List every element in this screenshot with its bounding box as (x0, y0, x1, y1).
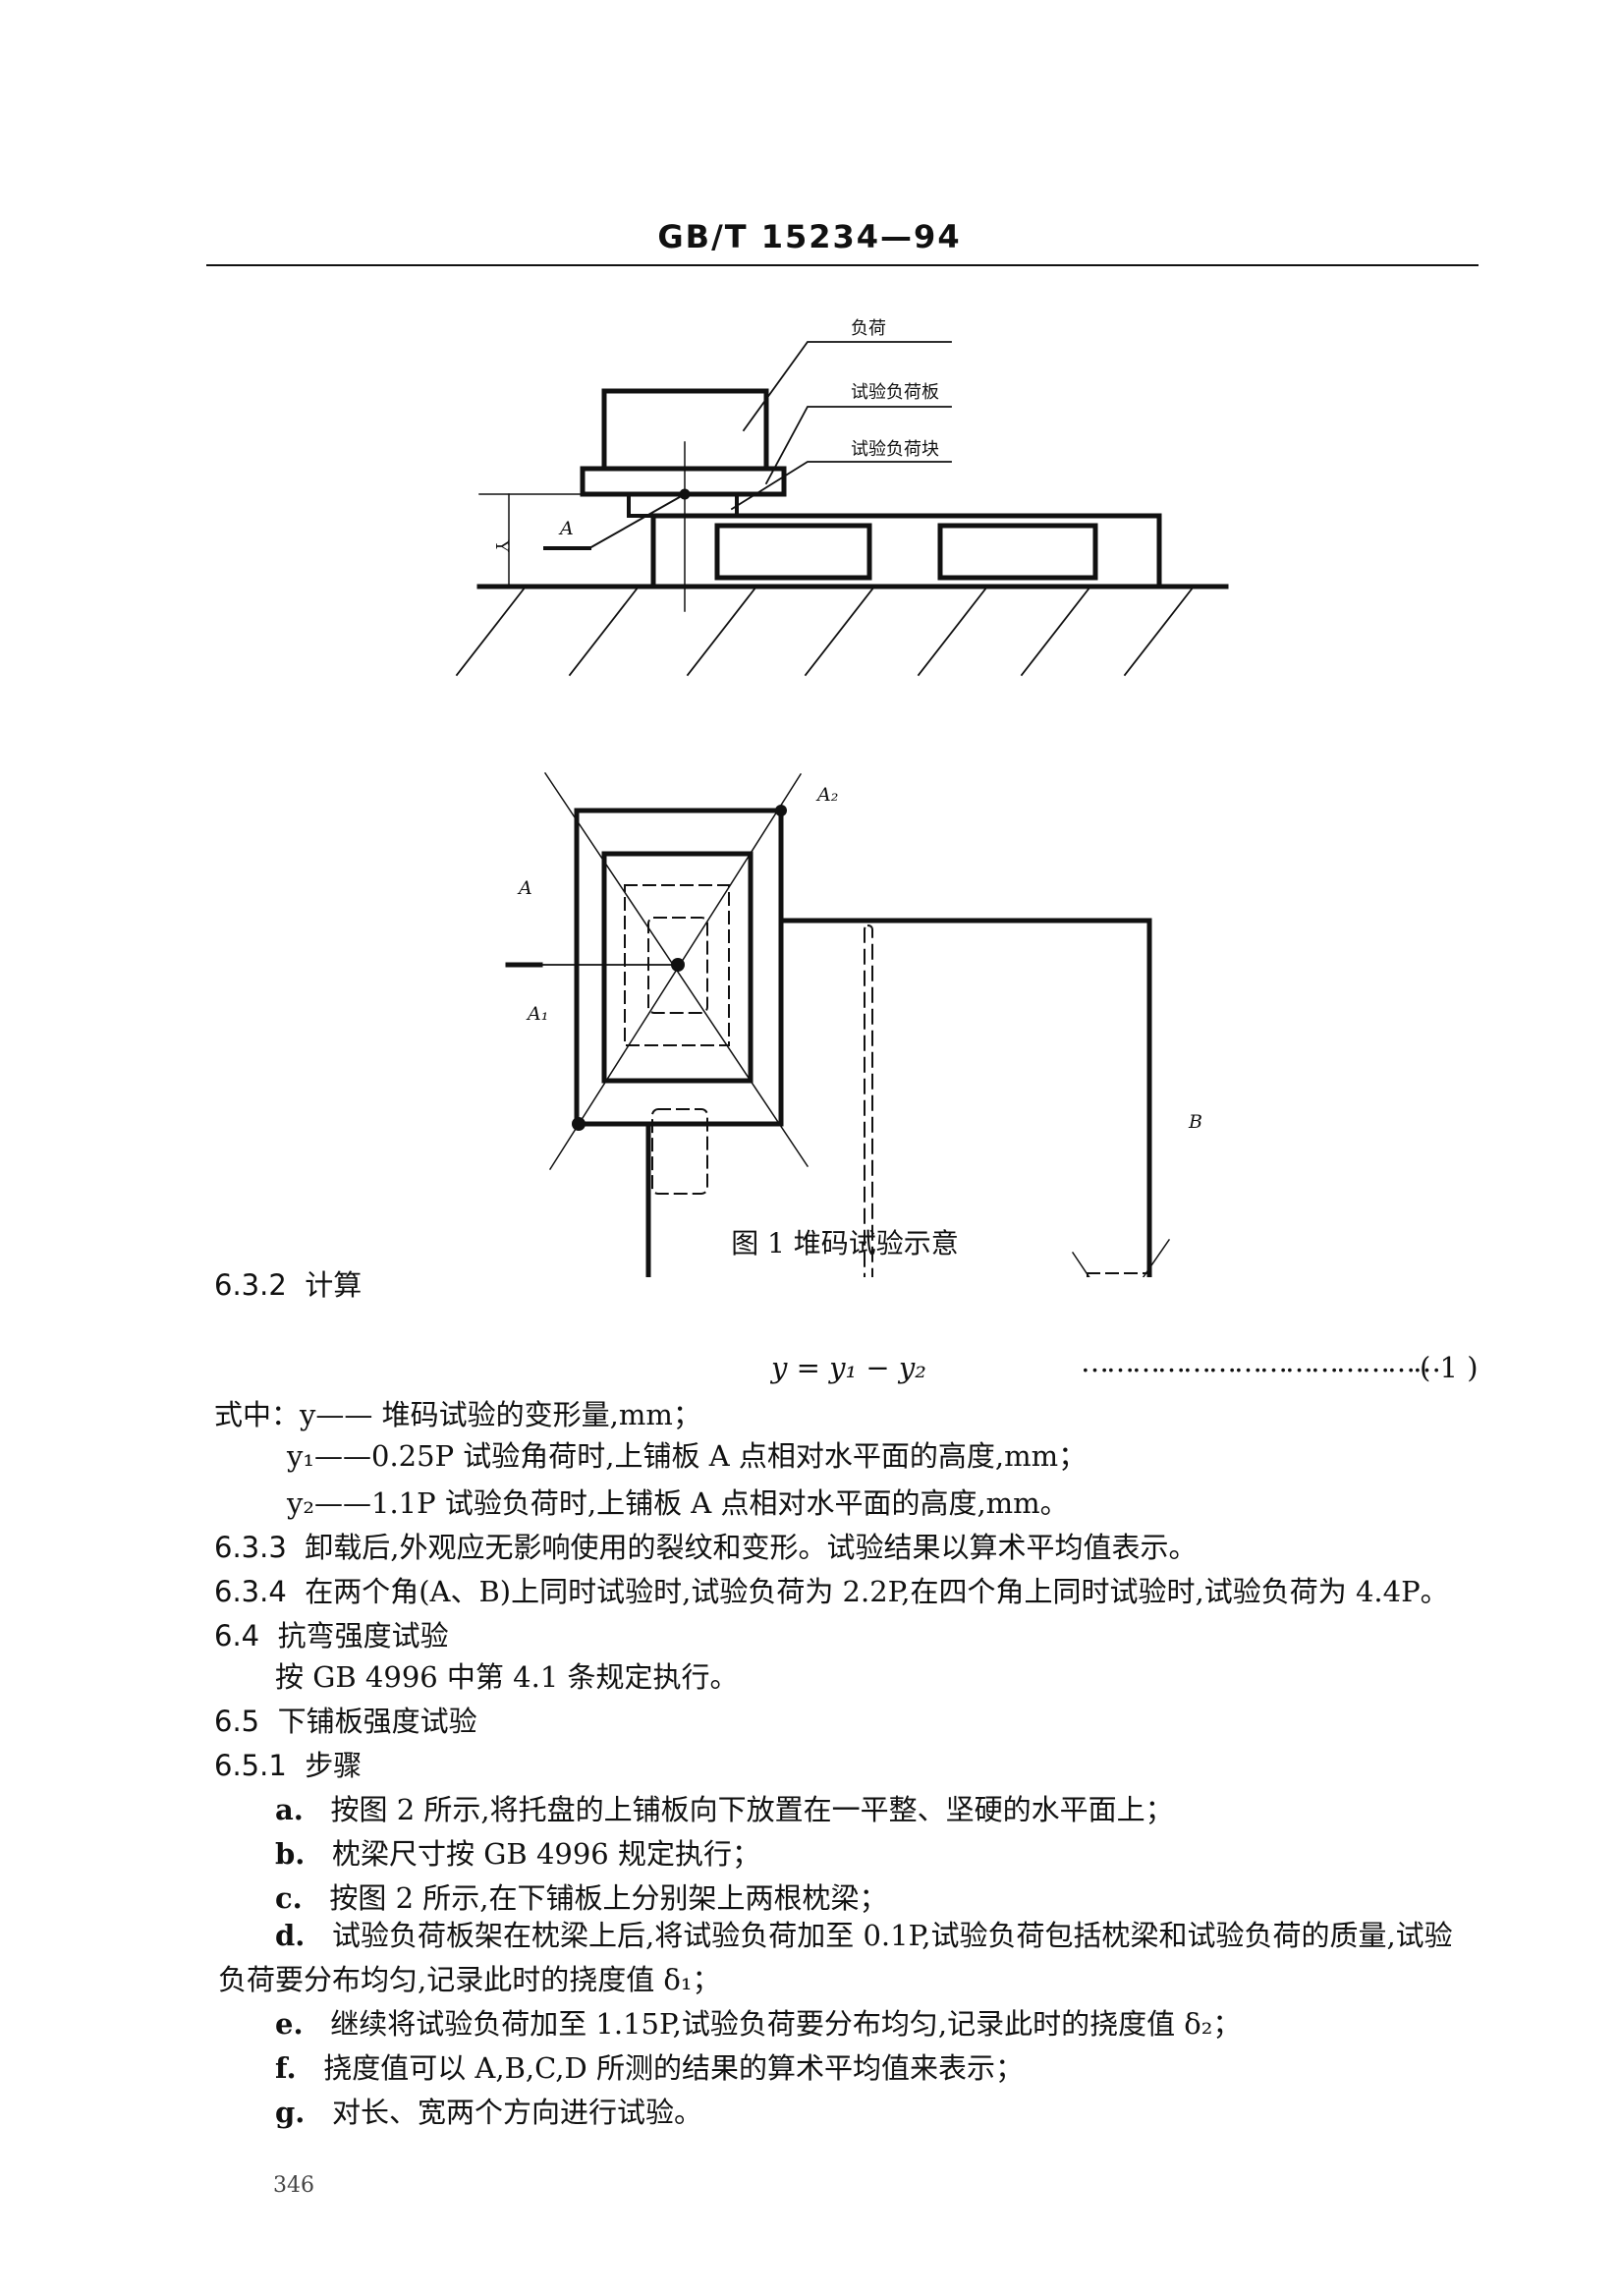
pallet-window-1 (714, 523, 872, 581)
section-6-4: 6.4 抗弯强度试验 (214, 1619, 449, 1652)
section-6-3-4: 6.3.4 在两个角(A、B)上同时试验时,试验负荷为 2.2P,在四个角上同时… (214, 1575, 1449, 1608)
dashed-block-1 (651, 1108, 708, 1195)
leader-load-plate (764, 406, 952, 485)
where-y2: y₂——1.1P 试验负荷时,上铺板 A 点相对水平面的高度,mm。 (287, 1486, 1069, 1520)
label-point-a: A (558, 518, 574, 539)
pallet-outline (650, 513, 1162, 589)
leader-load-block (730, 461, 952, 511)
dashed-runner (864, 924, 873, 1277)
step-g: g. 对长、宽两个方向进行试验。 (275, 2096, 703, 2129)
where-y1: y₁——0.25P 试验角荷时,上铺板 A 点相对水平面的高度,mm； (287, 1439, 1088, 1473)
equation-number: ( 1 ) (1420, 1351, 1479, 1384)
step-d-continued: 负荷要分布均匀,记录此时的挠度值 δ₁； (218, 1963, 721, 1996)
section-6-3-3: 6.3.3 卸载后,外观应无影响使用的裂纹和变形。试验结果以算术平均值表示。 (214, 1531, 1198, 1564)
section-6-4-text: 按 GB 4996 中第 4.1 条规定执行。 (275, 1660, 739, 1694)
page-number: 346 (273, 2173, 314, 2198)
where-intro: 式中：y—— 堆码试验的变形量,mm； (214, 1398, 701, 1431)
formula-leader-dots: …………………………………… (1081, 1345, 1441, 1378)
label-load-plate: 试验负荷板 (851, 382, 939, 403)
leader-load (742, 341, 952, 432)
section-6-3-2: 6.3.2 计算 (214, 1268, 363, 1302)
label-a-side: A (517, 877, 532, 899)
formula: y = y₁ − y₂ (771, 1351, 926, 1384)
label-load: 负荷 (851, 318, 886, 339)
label-b: B (1188, 1111, 1202, 1133)
step-f: f. 挠度值可以 A,B,C,D 所测的结果的算术平均值来表示； (275, 2051, 1024, 2085)
label-load-block: 试验负荷块 (851, 439, 939, 460)
step-c: c. 按图 2 所示,在下铺板上分别架上两根枕梁； (275, 1881, 888, 1915)
figure-1-labels: A₁ B (526, 1003, 1202, 1133)
figure-1-diagram: 负荷 试验负荷板 试验负荷块 A Y A A₂ A₁ B (455, 318, 1229, 1277)
step-e: e. 继续将试验负荷加至 1.15P,试验负荷要分布均匀,记录此时的挠度值 δ₂… (275, 2007, 1242, 2041)
step-a: a. 按图 2 所示,将托盘的上铺板向下放置在一平整、坚硬的水平面上； (275, 1793, 1174, 1826)
pallet-window-2 (937, 523, 1098, 581)
section-6-5: 6.5 下铺板强度试验 (214, 1705, 477, 1738)
ground-hatching (455, 585, 1196, 677)
document-header: GB/T 15234—94 (657, 218, 962, 255)
figure-caption: 图 1 堆码试验示意 (731, 1227, 959, 1260)
section-6-5-1: 6.5.1 步骤 (214, 1749, 363, 1782)
step-b: b. 枕梁尺寸按 GB 4996 规定执行； (275, 1837, 760, 1871)
label-dim-y: Y (491, 539, 512, 553)
outer-load-square (574, 808, 784, 1127)
inner-load-square (601, 851, 754, 1084)
header-rule (206, 264, 1479, 266)
dashed-block-b (1087, 1272, 1150, 1277)
step-d: d. 试验负荷板架在枕梁上后,将试验负荷加至 0.1P,试验负荷包括枕梁和试验负… (275, 1919, 1453, 1952)
pallet-plan-outline (645, 918, 1152, 1277)
label-a1: A₁ (526, 1003, 548, 1025)
label-a2: A₂ (815, 784, 838, 806)
